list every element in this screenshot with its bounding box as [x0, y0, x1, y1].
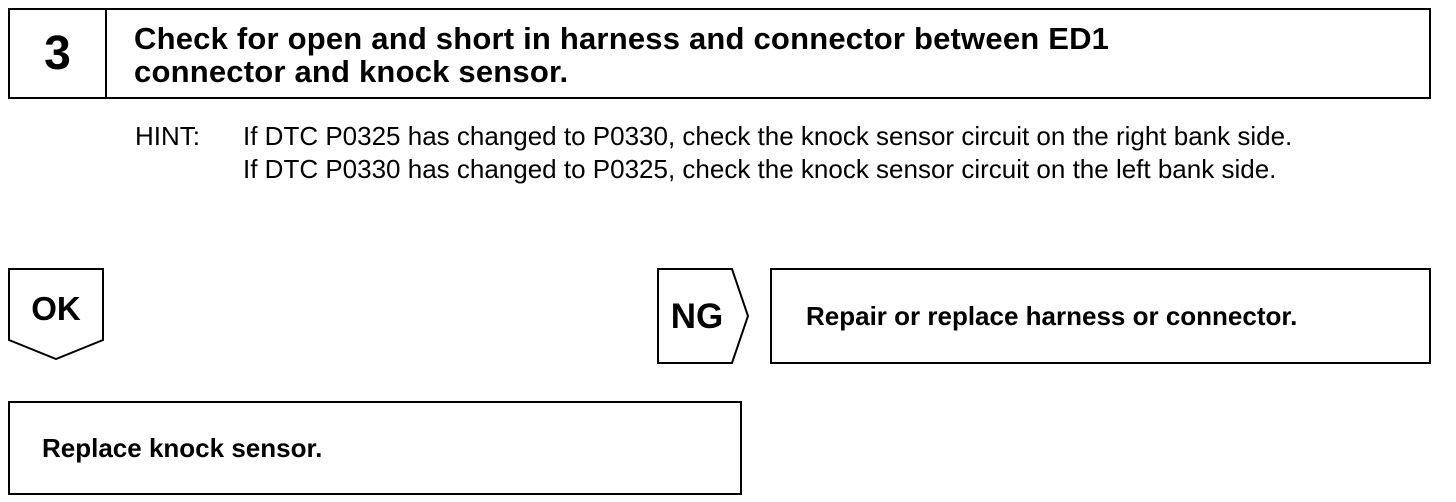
ok-label: OK: [31, 290, 81, 327]
step-header: 3 Check for open and short in harness an…: [8, 8, 1431, 99]
ok-branch-marker: [8, 268, 104, 360]
hint-paragraph-right-bank: If DTC P0325 has changed to P0330, check…: [243, 121, 1293, 151]
hint-text: If DTC P0325 has changed to P0330, check…: [243, 120, 1423, 186]
hint-paragraph-left-bank: If DTC P0330 has changed to P0325, check…: [243, 154, 1277, 184]
step-title: Check for open and short in harness and …: [134, 21, 1110, 89]
ng-action-box: Repair or replace harness or connector.: [770, 268, 1431, 364]
step-number: 3: [10, 10, 107, 97]
hint-label: HINT:: [135, 121, 200, 151]
ng-label: NG: [670, 297, 724, 336]
ok-action-box: Replace knock sensor.: [8, 401, 742, 495]
ng-branch-marker: [657, 268, 749, 364]
